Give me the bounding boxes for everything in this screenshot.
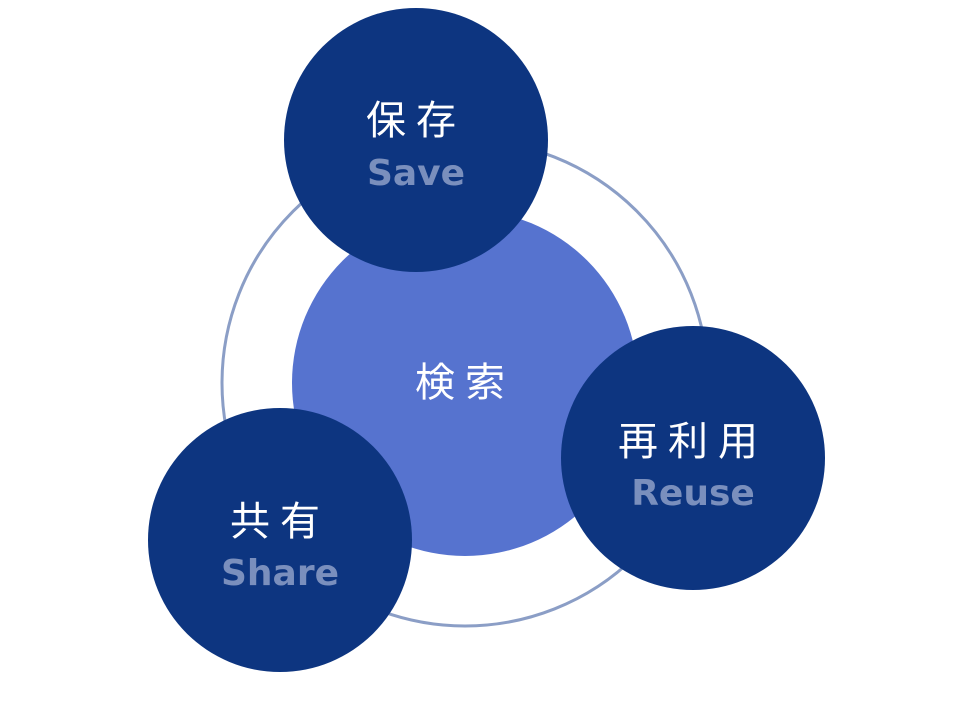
share-node-circle bbox=[148, 408, 412, 672]
center-label: 検索 bbox=[415, 360, 515, 406]
reuse-node-label-en: Reuse bbox=[631, 473, 755, 514]
reuse-node-label-jp: 再利用 bbox=[618, 419, 768, 465]
save-node-label-en: Save bbox=[366, 153, 466, 194]
save-node-circle bbox=[284, 8, 548, 272]
save-node-label-jp: 保存 bbox=[366, 98, 466, 144]
share-node-label-jp: 共有 bbox=[230, 499, 330, 545]
reuse-node-circle bbox=[561, 326, 825, 590]
share-node-label-en: Share bbox=[220, 553, 340, 594]
